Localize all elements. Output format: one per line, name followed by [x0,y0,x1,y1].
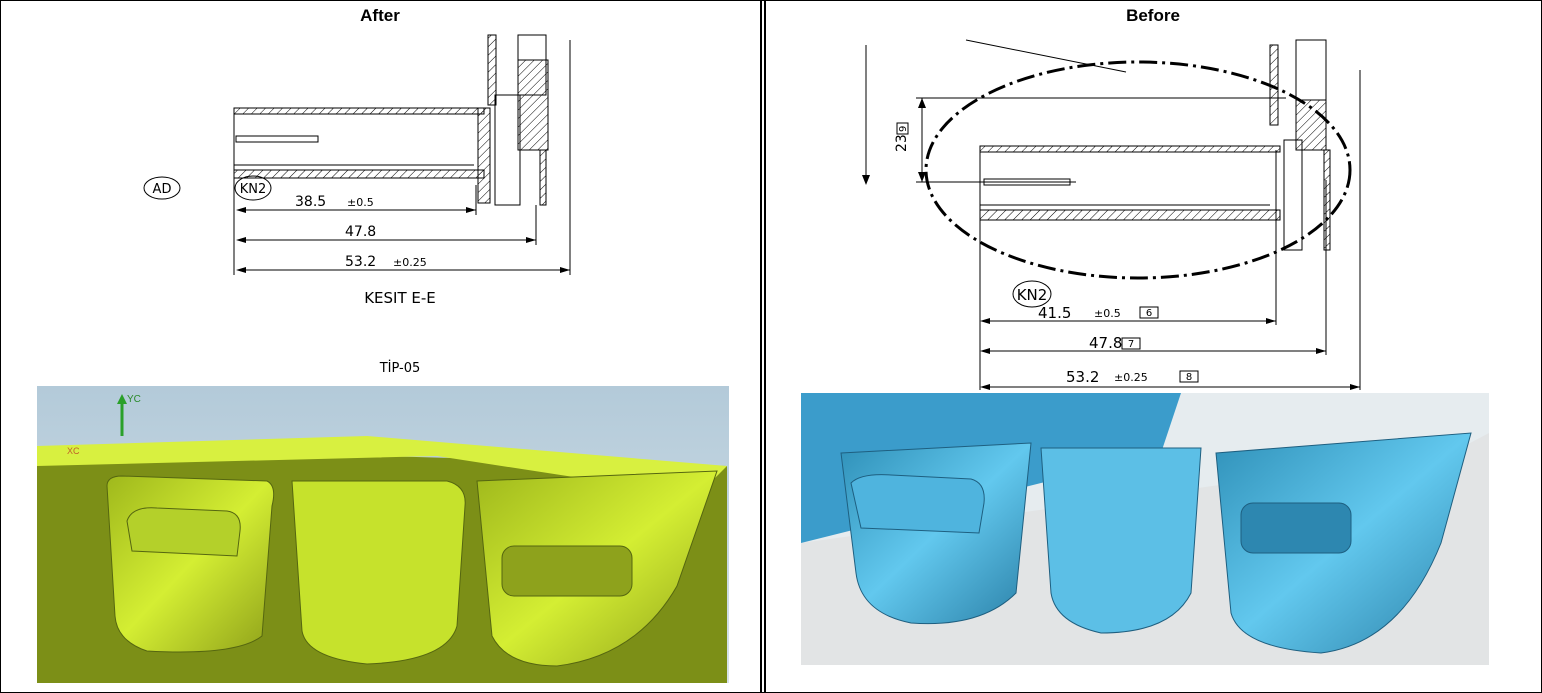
dim-53-2-before: 53.2 [1066,368,1099,386]
type-label: TİP-05 [379,360,421,376]
before-section-drawing: 23 9 KN2 41.5 ±0.5 6 47.8 7 53.2 ±0.25 8 [862,39,1361,390]
section-label: KESIT E-E [364,289,436,307]
tol-53-2-before: ±0.25 [1114,371,1148,384]
dim-47-8-before: 47.8 [1089,334,1122,352]
tol-41-5: ±0.5 [1094,307,1121,320]
kn2-label: KN2 [240,182,267,197]
dim-23-box: 9 [898,126,909,132]
dim-47-8: 47.8 [345,224,376,240]
dim-23: 23 [894,134,910,152]
axis-yc-label: YC [127,394,141,405]
dim-41-5: 41.5 [1038,304,1071,322]
ad-label: AD [153,182,172,197]
box-8: 8 [1186,372,1192,383]
after-3d-render: YC XC [37,386,729,683]
column-divider [760,0,766,693]
dim-53-2: 53.2 [345,254,376,270]
dim-38-5: 38.5 [295,194,326,210]
box-7: 7 [1128,339,1134,350]
after-section-drawing: AD KN2 38.5 ±0.5 47.8 53.2 ±0.25 KESIT E… [143,34,571,376]
box-6: 6 [1146,308,1152,319]
kn2-label-before: KN2 [1017,286,1048,304]
before-3d-render [801,393,1489,665]
axis-xc-label: XC [67,446,80,456]
tol-53-2: ±0.25 [393,256,427,269]
before-title: Before [1126,6,1180,25]
after-title: After [360,6,400,25]
tol-38-5: ±0.5 [347,196,374,209]
